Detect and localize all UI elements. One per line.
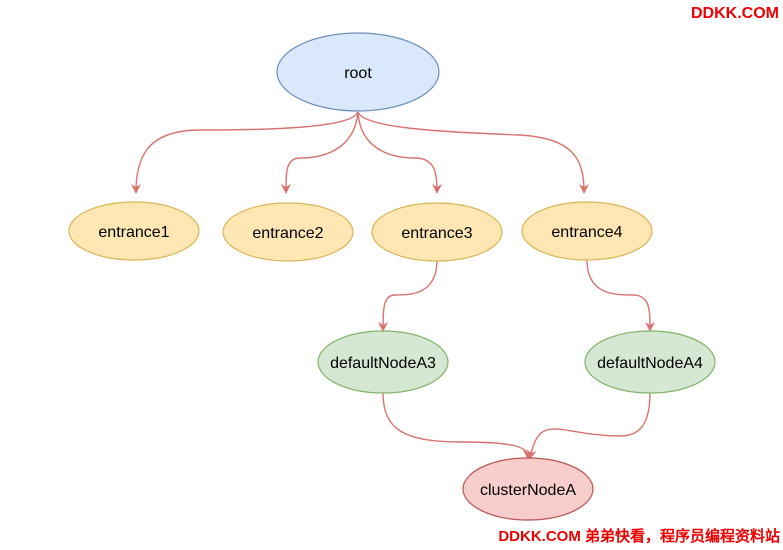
node-entrance2-label: entrance2 [252,225,323,242]
node-clusterNodeA-label: clusterNodeA [480,482,576,499]
node-entrance3: entrance3 [371,202,503,262]
edge-root-entrance1 [131,111,359,194]
edge-root-entrance2 [280,111,359,194]
edge-entrance3-defaultNodeA3 [378,259,438,332]
node-defaultNodeA4: defaultNodeA4 [584,330,716,394]
edge-defaultNodeA4-clusterNodeA [526,392,651,460]
node-entrance2: entrance2 [222,202,354,262]
node-defaultNodeA4-label: defaultNodeA4 [597,355,703,372]
watermark-bottom: DDKK.COM 弟弟快看，程序员编程资料站 [498,528,780,545]
edge-defaultNodeA3-clusterNodeA [382,392,533,460]
node-root: root [276,32,440,112]
node-entrance3-label: entrance3 [401,225,472,242]
node-entrance4-label: entrance4 [551,224,622,241]
watermark-top: DDKK.COM [691,5,779,22]
node-root-label: root [344,65,372,82]
node-defaultNodeA3-label: defaultNodeA3 [330,355,436,372]
edge-entrance4-defaultNodeA4 [586,259,655,332]
node-entrance1-label: entrance1 [98,224,169,241]
node-defaultNodeA3: defaultNodeA3 [317,330,449,394]
edge-root-entrance3 [357,111,442,194]
edge-root-entrance4 [357,111,589,194]
node-entrance1: entrance1 [68,201,200,261]
edges [131,111,655,460]
node-entrance4: entrance4 [521,201,653,261]
node-clusterNodeA: clusterNodeA [462,457,594,521]
